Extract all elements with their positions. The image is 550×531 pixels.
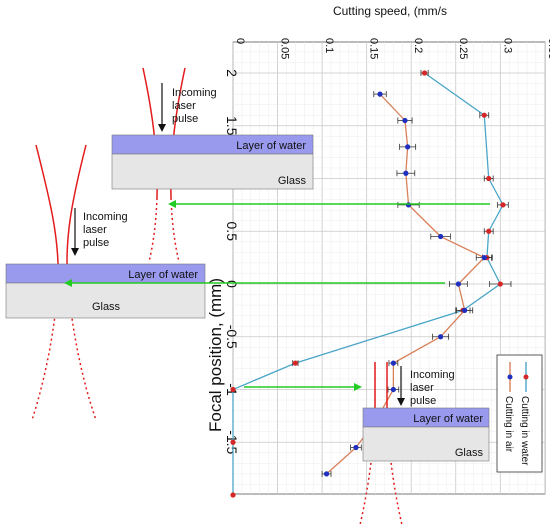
legend: Cutting in water Cutting in air bbox=[496, 354, 543, 473]
x-tick-label: 0.15 bbox=[368, 38, 380, 59]
data-point bbox=[500, 202, 506, 208]
water-label: Layer of water bbox=[236, 140, 306, 152]
legend-marker-air bbox=[507, 374, 513, 380]
legend-box bbox=[496, 354, 543, 473]
series-line bbox=[232, 72, 504, 495]
glass-label: Glass bbox=[455, 447, 484, 459]
pulse-label-1: Incoming bbox=[172, 87, 217, 99]
legend-entry-water: Cutting in water bbox=[519, 362, 530, 466]
pulse-label-3: pulse bbox=[83, 237, 109, 249]
pulse-label-3: pulse bbox=[172, 113, 198, 125]
x-axis-label: Cutting speed, (mm/s bbox=[333, 4, 447, 18]
data-point bbox=[481, 255, 487, 261]
x-tick-label: 0.35 bbox=[546, 38, 550, 59]
data-point bbox=[455, 281, 462, 287]
glass-layer bbox=[111, 153, 314, 190]
x-tick-label: 0.25 bbox=[457, 38, 469, 59]
data-point bbox=[438, 334, 444, 340]
pulse-label-3: pulse bbox=[410, 395, 436, 407]
data-point bbox=[230, 492, 236, 498]
data-point bbox=[486, 175, 492, 182]
legend-label-air: Cutting in air bbox=[503, 396, 514, 453]
x-tick-label: 0.1 bbox=[323, 38, 335, 53]
data-point bbox=[405, 144, 411, 150]
focus-arrow-head bbox=[354, 383, 362, 391]
series-water bbox=[230, 70, 512, 498]
data-point bbox=[405, 202, 412, 208]
data-point bbox=[486, 228, 492, 234]
focus-arrow-head bbox=[168, 200, 176, 208]
y-tick-label: 0 bbox=[224, 280, 240, 288]
data-point bbox=[292, 360, 298, 366]
data-point bbox=[438, 233, 444, 240]
legend-entry-air: Cutting in air bbox=[503, 362, 514, 453]
data-point bbox=[323, 471, 330, 477]
data-point bbox=[230, 386, 236, 393]
inset-bottom: Incoming laser pulse Layer of water Glas… bbox=[244, 362, 490, 526]
pulse-arrow-head bbox=[397, 398, 405, 406]
pulse-arrow-head bbox=[71, 248, 79, 256]
data-point bbox=[402, 117, 408, 124]
x-tick-label: 0 bbox=[234, 38, 246, 44]
data-point bbox=[481, 112, 487, 118]
beam-right-dotted bbox=[386, 407, 403, 526]
beam-left-curve bbox=[35, 144, 60, 285]
pulse-label-1: Incoming bbox=[410, 369, 455, 381]
glass-label: Glass bbox=[278, 175, 307, 187]
data-point bbox=[377, 91, 383, 97]
pulse-label-1: Incoming bbox=[83, 211, 128, 223]
inset-middle: Incoming laser pulse Layer of water Glas… bbox=[5, 144, 445, 421]
x-tick-label: 0.05 bbox=[279, 38, 291, 59]
legend-marker-water bbox=[523, 374, 529, 380]
legend-label-water: Cutting in water bbox=[519, 396, 530, 466]
pulse-label-2: laser bbox=[83, 224, 107, 236]
beam-left-dotted bbox=[148, 197, 158, 263]
y-tick-label: -0.5 bbox=[224, 325, 240, 349]
data-point bbox=[403, 170, 409, 176]
inset-top: Incoming laser pulse Layer of water Glas… bbox=[111, 67, 490, 263]
data-point bbox=[462, 307, 468, 313]
glass-label: Glass bbox=[92, 301, 121, 313]
data-point bbox=[390, 360, 396, 366]
pulse-label-2: laser bbox=[172, 100, 196, 112]
data-point bbox=[390, 386, 396, 393]
x-tick-label: 0.2 bbox=[412, 38, 424, 53]
water-label: Layer of water bbox=[413, 413, 483, 425]
x-tick-label: 0.3 bbox=[501, 38, 513, 53]
beam-left-dotted bbox=[359, 407, 376, 526]
y-tick-label: 1.5 bbox=[224, 116, 240, 136]
series-layer bbox=[230, 70, 512, 498]
y-axis-label: Focal position, (mm) bbox=[206, 278, 225, 432]
data-point bbox=[230, 439, 236, 445]
focus-arrow-head bbox=[64, 279, 72, 287]
water-label: Layer of water bbox=[128, 269, 198, 281]
y-tick-label: 2 bbox=[224, 69, 240, 77]
y-tick-label: 0.5 bbox=[224, 222, 240, 242]
x-tick-labels: 0 0.05 0.1 0.15 0.2 0.25 0.3 0.35 bbox=[234, 38, 550, 59]
glass-layer bbox=[5, 282, 206, 319]
data-point bbox=[497, 281, 503, 287]
data-point bbox=[353, 444, 359, 451]
glass-layer bbox=[362, 426, 490, 462]
data-point bbox=[421, 70, 428, 76]
beam-right-dotted bbox=[170, 197, 180, 263]
pulse-arrow-head bbox=[158, 124, 166, 132]
pulse-label-2: laser bbox=[410, 382, 434, 394]
